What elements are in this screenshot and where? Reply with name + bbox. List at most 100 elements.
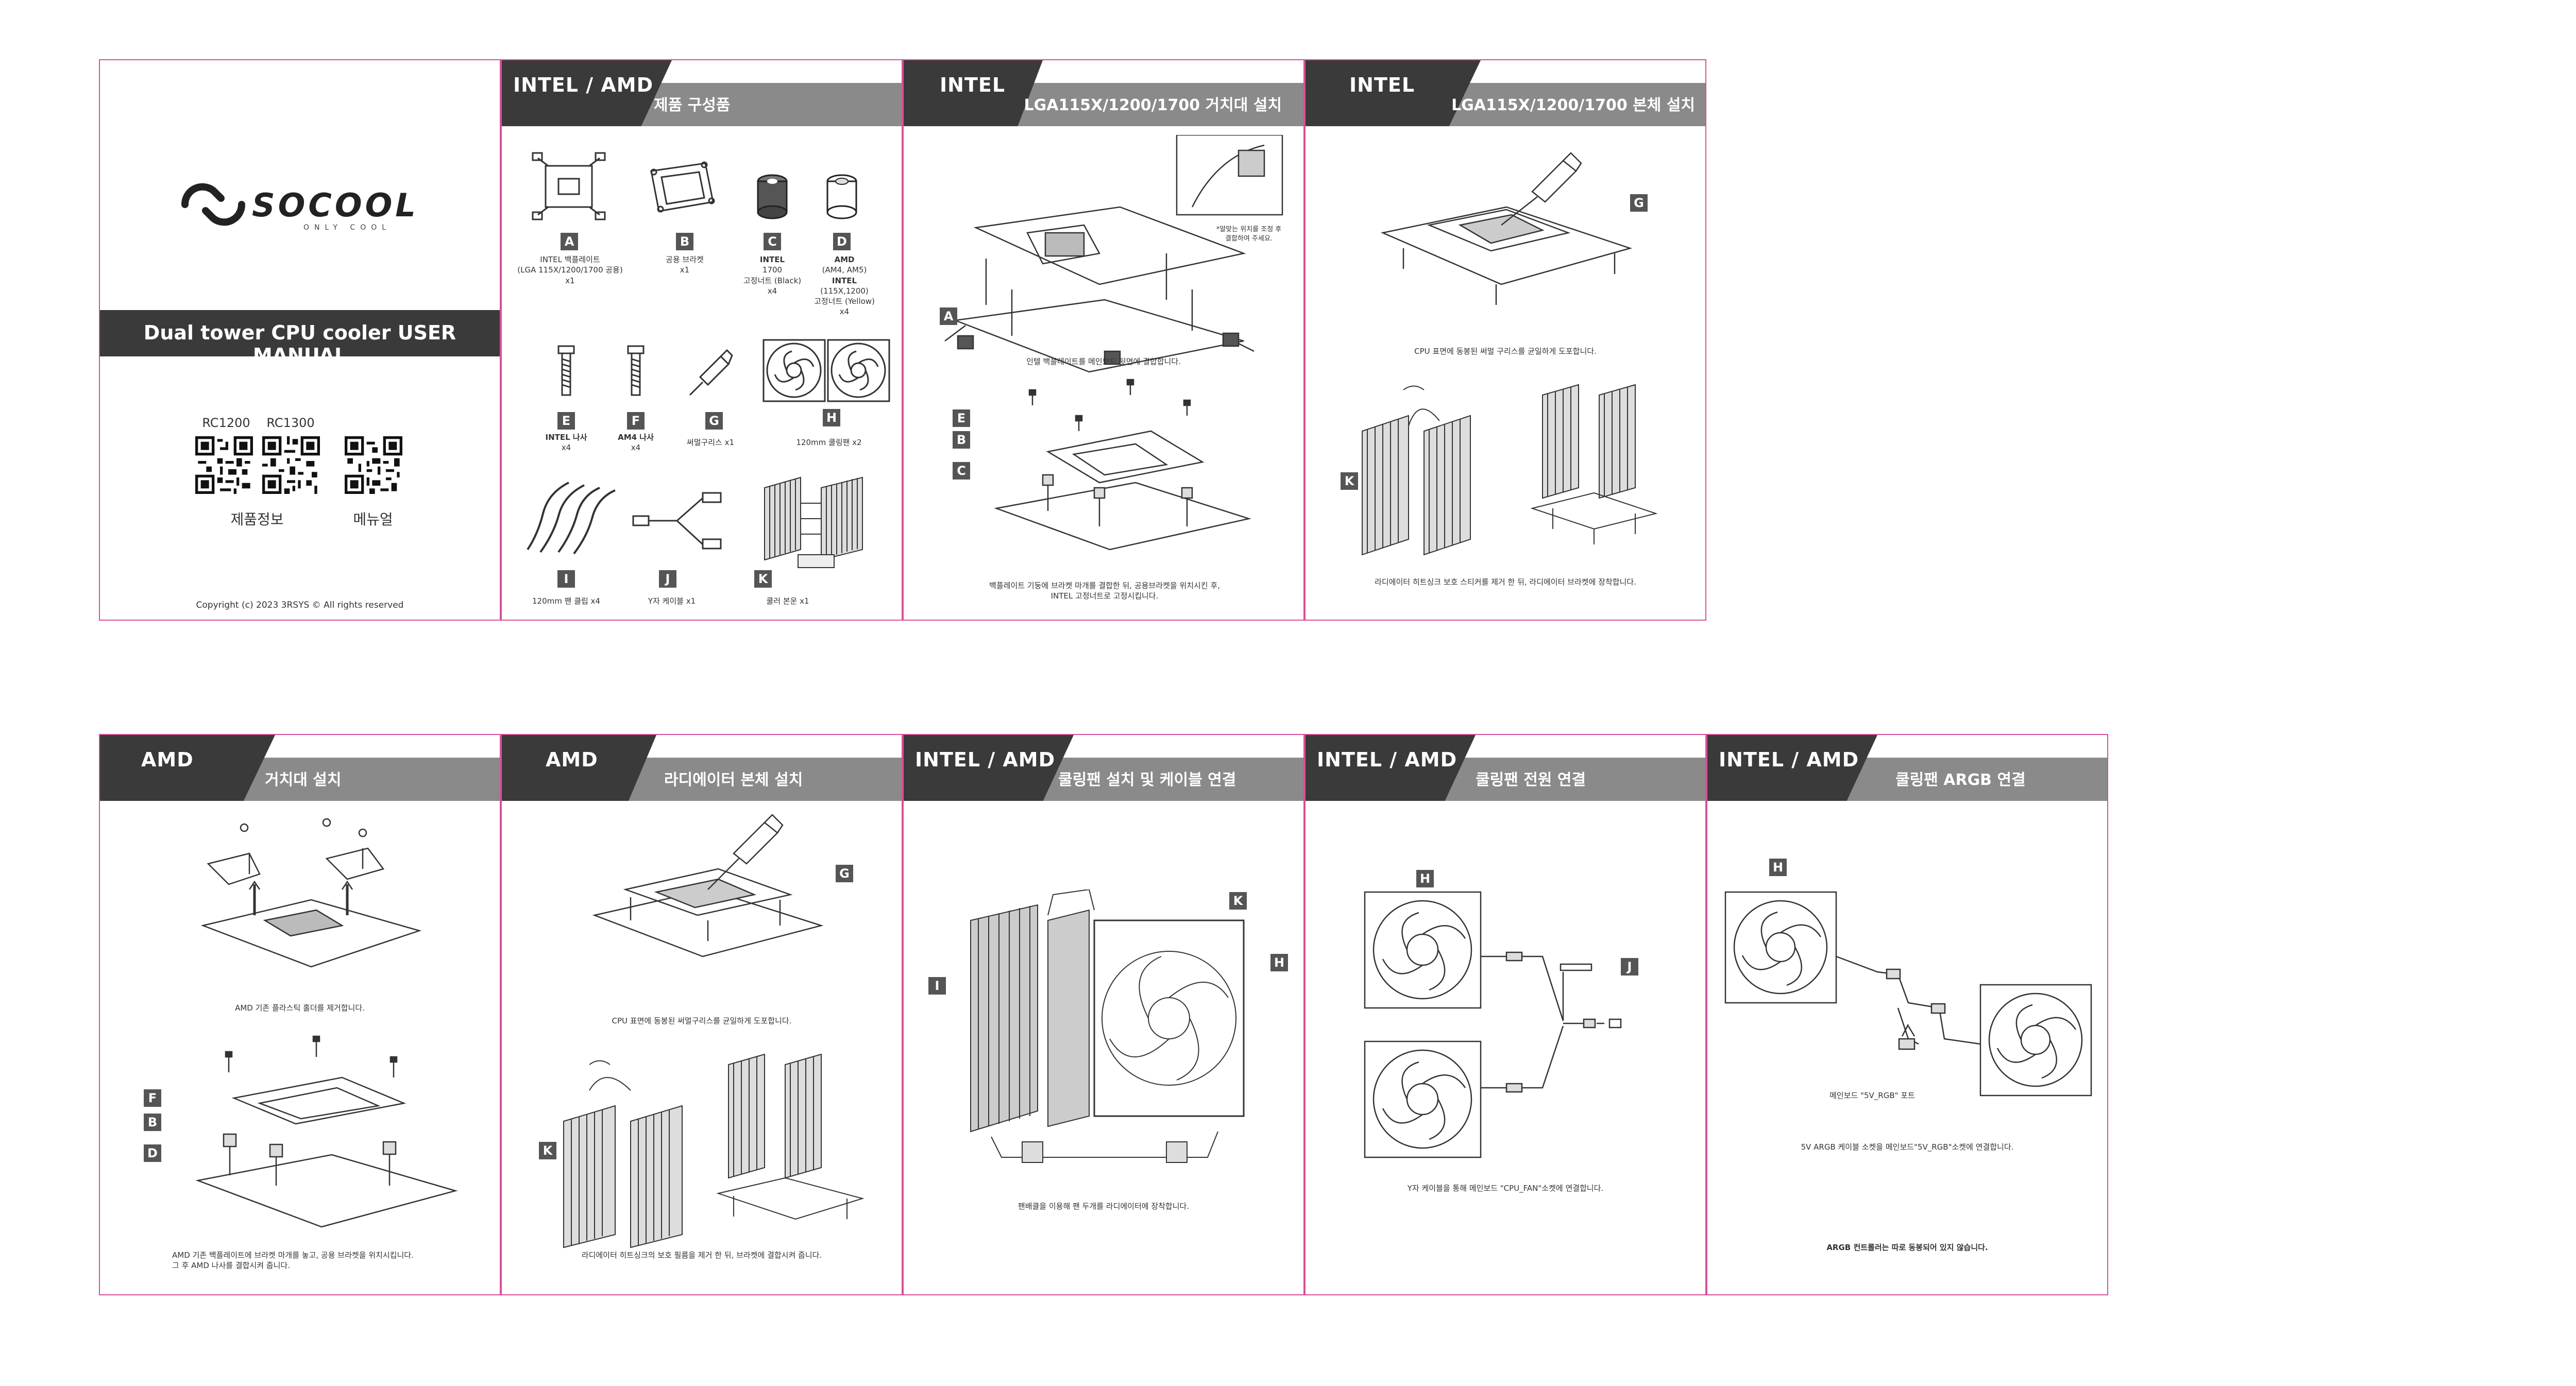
marker-k: K [754, 570, 772, 588]
fan-power-illustration [1362, 889, 1671, 1188]
fan-power-title: 쿨링팬 전원 연결 [1476, 771, 1586, 789]
marker-b: B [676, 233, 693, 250]
product-info-label: 제품정보 [230, 511, 284, 528]
fan-mount-illustration [960, 889, 1259, 1178]
amd-body-header: AMD 라디에이터 본체 설치 [502, 735, 902, 801]
fan-power-header: INTEL / AMD 쿨링팬 전원 연결 [1306, 735, 1705, 801]
marker-b: B [144, 1114, 161, 1131]
intel-bracket-brand: INTEL [940, 74, 1006, 96]
intel-backplate-install-illustration [935, 135, 1285, 387]
marker-c: C [764, 233, 781, 250]
marker-a: A [940, 307, 957, 325]
intel-bracket-panel: INTEL LGA115X/1200/1700 거치대 설치 *알맞는 위치를 … [903, 59, 1304, 621]
marker-k: K [1341, 472, 1358, 490]
marker-g: G [705, 412, 723, 430]
fan-install-title: 쿨링팬 설치 및 케이블 연결 [1058, 771, 1236, 789]
intel-bracket-header: INTEL LGA115X/1200/1700 거치대 설치 [904, 60, 1303, 126]
marker-h: H [1416, 870, 1434, 887]
fan-power-brand: INTEL / AMD [1317, 748, 1458, 771]
components-header: INTEL / AMD 제품 구성품 [502, 60, 902, 126]
marker-d: D [833, 233, 851, 250]
qr-code-rc1300[interactable] [262, 436, 320, 494]
components-panel: INTEL / AMD 제품 구성품 A INTEL 백플레이트(LGA 115… [501, 59, 903, 621]
fan-argb-title: 쿨링팬 ARGB 연결 [1895, 771, 2026, 789]
qr-label-rc1200: RC1200 [202, 416, 250, 430]
intel-heatsink-install-illustration [1357, 380, 1687, 620]
marker-g: G [836, 865, 853, 882]
fan-install-caption: 팬배클을 이용해 팬 두개를 라디에이터에 장착합니다. [1018, 1202, 1190, 1211]
amd-bracket-caption-1: AMD 기존 플라스틱 홀더를 제거합니다. [235, 1003, 365, 1013]
fan-power-panel: INTEL / AMD 쿨링팬 전원 연결 H J Y자 케이블을 통해 메인보… [1304, 734, 1706, 1295]
cover-title: Dual tower CPU cooler USER MANUAL [143, 321, 456, 367]
item-k-caption: 쿨러 본운 x1 [766, 596, 809, 606]
black-nut-illustration [754, 174, 790, 220]
amd-bracket-mount-illustration [182, 1031, 471, 1247]
fan-argb-port-label: 메인보드 "5V_RGB" 포트 [1829, 1091, 1915, 1100]
intel-body-header: INTEL LGA115X/1200/1700 본체 설치 [1306, 60, 1705, 126]
amd-body-caption-2: 라디에이터 히트싱크의 보호 필름을 제거 한 뒤, 브라켓에 결합시켜 줍니다… [581, 1251, 822, 1260]
manual-label: 메뉴얼 [353, 511, 393, 528]
fan-clips-illustration [522, 477, 620, 555]
brand-name: SOCOOL [252, 186, 419, 224]
marker-i: I [557, 570, 575, 588]
intel-body-panel: INTEL LGA115X/1200/1700 본체 설치 G CPU 표면에 … [1304, 59, 1706, 621]
fan-power-caption: Y자 케이블을 통해 메인보드 "CPU_FAN"소켓에 연결합니다. [1407, 1184, 1604, 1193]
item-h-caption: 120mm 쿨링팬 x2 [796, 438, 862, 447]
marker-h: H [1769, 859, 1787, 876]
components-title: 제품 구성품 [654, 96, 731, 114]
fan-argb-illustration [1723, 889, 2094, 1106]
marker-f: F [627, 412, 645, 430]
intel-bracket-caption-2: 백플레이트 기둥에 브라켓 마개를 결합한 뒤, 공용브라켓을 위치시킨 후,I… [989, 581, 1220, 601]
components-brand: INTEL / AMD [513, 74, 654, 96]
fan-argb-brand: INTEL / AMD [1719, 748, 1859, 771]
cover-title-bar: Dual tower CPU cooler USER MANUAL [100, 310, 500, 367]
thermal-paste-illustration [680, 346, 736, 403]
amd-body-title: 라디에이터 본체 설치 [664, 771, 803, 789]
fan-argb-note: ARGB 컨트롤러는 따로 동봉되어 있지 않습니다. [1826, 1243, 1988, 1252]
marker-e: E [557, 412, 575, 430]
fan-install-header: INTEL / AMD 쿨링팬 설치 및 케이블 연결 [904, 735, 1303, 801]
brand-logo: SOCOOL ONLY COOL [175, 176, 432, 238]
marker-b: B [953, 431, 970, 449]
item-g-caption: 써멀구리스 x1 [686, 438, 735, 447]
am4-screw-illustration [625, 344, 646, 400]
item-j-caption: Y자 케이블 x1 [648, 596, 696, 606]
cooling-fans-illustration [762, 338, 891, 403]
fan-install-brand: INTEL / AMD [915, 748, 1056, 771]
qr-code-manual[interactable] [345, 436, 402, 494]
marker-c: C [953, 462, 970, 480]
marker-j: J [1621, 958, 1638, 976]
amd-bracket-header: AMD 거치대 설치 [100, 735, 500, 801]
marker-e: E [953, 409, 970, 427]
amd-heatsink-install-illustration [558, 1044, 878, 1250]
intel-body-caption-2: 라디에이터 히트싱크 보호 스티커를 제거 한 뒤, 라디에이터 브라켓에 장착… [1375, 577, 1636, 587]
fan-argb-caption: 5V ARGB 케이블 소켓을 메인보드"5V_RGB"소켓에 연결합니다. [1801, 1142, 2014, 1152]
qr-code-rc1200[interactable] [195, 436, 253, 494]
qr-label-rc1300: RC1300 [266, 416, 315, 430]
marker-j: J [659, 570, 676, 588]
cover-panel: SOCOOL ONLY COOL Dual tower CPU cooler U… [99, 59, 501, 621]
logo-mark-icon [181, 183, 246, 226]
intel-thermal-paste-illustration [1372, 150, 1640, 326]
marker-k: K [539, 1142, 556, 1159]
marker-h: H [823, 409, 840, 426]
intel-body-brand: INTEL [1349, 74, 1415, 96]
amd-bracket-panel: AMD 거치대 설치 AMD 기존 플라스틱 홀더를 제거합니다. F B D … [99, 734, 501, 1295]
amd-remove-holder-illustration [193, 812, 430, 977]
amd-bracket-caption-2: AMD 기존 백플레이트에 브라켓 마개를 놓고, 공용 브라켓을 위치시킵니다… [172, 1251, 414, 1271]
intel-bracket-caption-1: 인텔 백플레이트를 메인보드 뒷면에 결합합니다. [1026, 357, 1181, 366]
item-d-caption: AMD(AM4, AM5)INTEL(115X,1200)고정너트 (Yello… [814, 255, 875, 317]
intel-bracket-title: LGA115X/1200/1700 거치대 설치 [1024, 96, 1282, 114]
cooler-body-illustration [759, 472, 873, 575]
item-a-caption: INTEL 백플레이트(LGA 115X/1200/1700 공용)x1 [517, 255, 623, 285]
amd-thermal-paste-illustration [584, 812, 832, 982]
intel-body-caption-1: CPU 표면에 동봉된 써멀 구리스를 균일하게 도포합니다. [1414, 347, 1597, 356]
amd-body-panel: AMD 라디에이터 본체 설치 G CPU 표면에 동봉된 써멀구리스를 균일하… [501, 734, 903, 1295]
intel-bracket-mount-illustration [986, 374, 1259, 570]
y-cable-illustration [631, 488, 728, 555]
amd-bracket-brand: AMD [141, 748, 194, 771]
